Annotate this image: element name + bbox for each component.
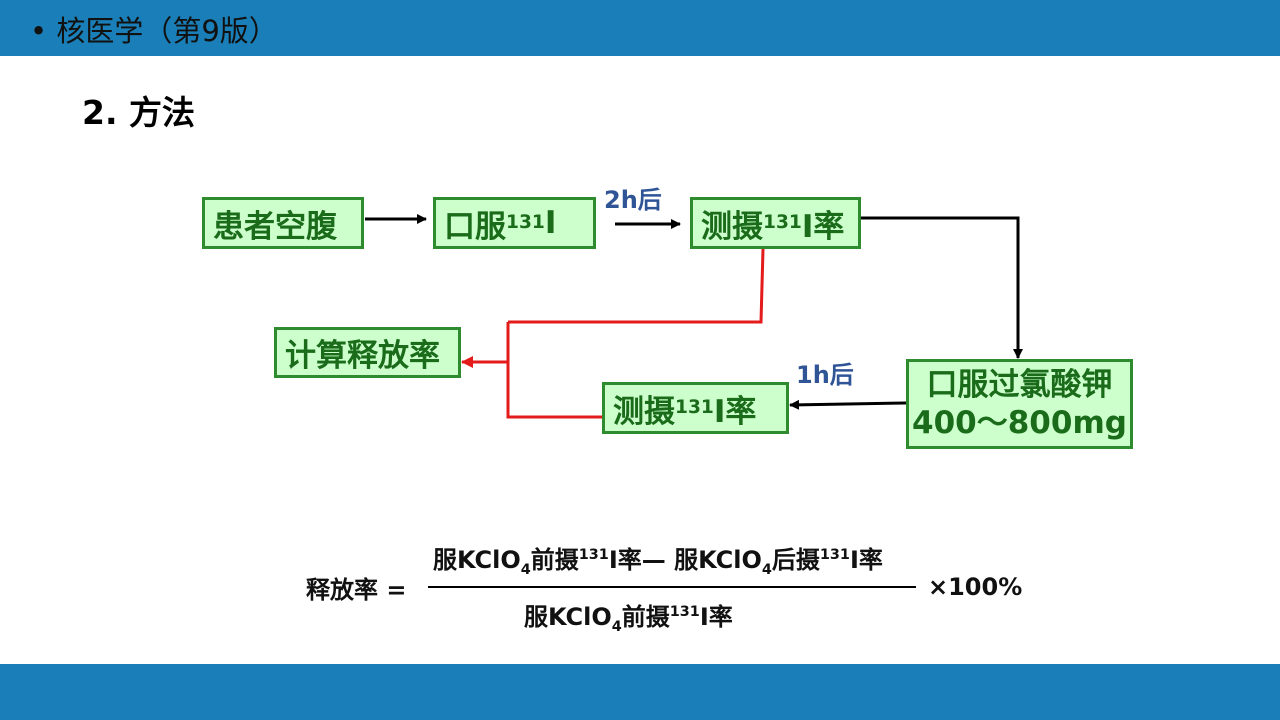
note-2h: 2h后 [604, 186, 662, 214]
box-calc-release-rate: 计算释放率 [274, 327, 461, 378]
footer-bar [0, 664, 1280, 720]
formula-multiplier: ×100% [928, 573, 1023, 601]
formula-numerator: 服KClO4前摄131I率— 服KClO4后摄131I率 [433, 546, 883, 578]
box-potassium-perchlorate: 口服过氯酸钾 400～800mg [906, 359, 1133, 449]
header-title: • 核医学（第9版） [30, 14, 278, 48]
header-bar: • 核医学（第9版） [0, 0, 1280, 56]
arrow-measure-to-potassium [860, 216, 1023, 359]
note-1h: 1h后 [796, 361, 854, 389]
box-fasting: 患者空腹 [202, 197, 364, 249]
red-line-measure2-branch [506, 322, 603, 419]
formula-denominator: 服KClO4前摄131I率 [524, 603, 733, 635]
red-line-measure1-branch [508, 248, 765, 324]
arrow-potassium-to-measure2 [789, 399, 907, 410]
formula-label: 释放率 = [306, 576, 407, 604]
section-heading: 2. 方法 [82, 93, 195, 132]
